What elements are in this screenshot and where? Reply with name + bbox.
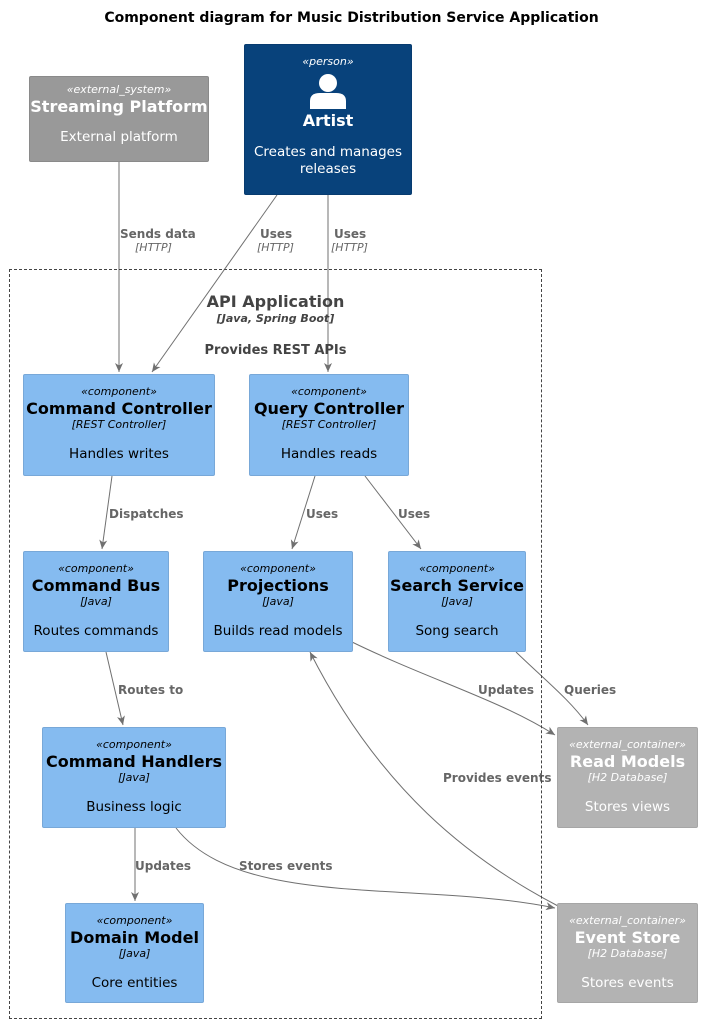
- node-stereotype: «component»: [96, 738, 172, 751]
- edge-query-to-projections: [290, 475, 316, 550]
- node-description: Creates and manages releases: [253, 144, 403, 177]
- search-service-node[interactable]: «component» Search Service [Java] Song s…: [388, 551, 526, 652]
- node-tech: [Java]: [118, 947, 151, 960]
- node-description: Core entities: [91, 975, 178, 991]
- person-icon: [310, 74, 346, 109]
- node-stereotype: «component»: [58, 562, 134, 575]
- node-name: Event Store: [574, 928, 681, 947]
- node-tech: [Java]: [80, 595, 112, 608]
- node-tech: [Java]: [262, 595, 294, 608]
- node-name: Command Handlers: [45, 752, 223, 771]
- node-description: Stores events: [581, 975, 674, 991]
- edge-search-to-read-models: [515, 651, 589, 726]
- api-application-boundary: [9, 269, 542, 1019]
- edge-label: Sends data: [120, 227, 196, 241]
- node-description: Builds read models: [213, 623, 343, 639]
- query-controller-node[interactable]: «component» Query Controller [REST Contr…: [249, 374, 409, 476]
- node-stereotype: «component»: [96, 914, 173, 927]
- edge-label: Uses: [398, 507, 430, 521]
- edge-tech: [HTTP]: [331, 241, 368, 254]
- node-name: Command Controller: [26, 399, 212, 418]
- node-description: Song search: [415, 623, 499, 639]
- node-name: Domain Model: [70, 928, 199, 947]
- command-controller-node[interactable]: «component» Command Controller [REST Con…: [23, 374, 215, 476]
- node-description: Routes commands: [33, 623, 159, 639]
- edge-command-controller-to-bus: [99, 475, 113, 550]
- node-description: Handles writes: [69, 446, 169, 462]
- node-stereotype: «component»: [81, 385, 157, 398]
- boundary-name: API Application: [206, 292, 345, 311]
- node-stereotype: «external_container»: [569, 914, 686, 927]
- edge-label: Uses: [260, 227, 292, 241]
- node-name: Read Models: [569, 752, 686, 771]
- event-store-node[interactable]: «external_container» Event Store [H2 Dat…: [557, 903, 698, 1003]
- node-stereotype: «component»: [419, 562, 495, 575]
- edge-handlers-to-event-store: [175, 827, 556, 911]
- node-name: Artist: [302, 111, 354, 130]
- node-description: Stores views: [584, 799, 671, 815]
- boundary-description: Provides REST APIs: [204, 343, 347, 358]
- command-bus-node[interactable]: «component» Command Bus [Java] Routes co…: [23, 551, 169, 652]
- node-tech: [REST Controller]: [281, 418, 377, 431]
- node-description: Business logic: [86, 799, 182, 815]
- node-tech: [Java]: [441, 595, 473, 608]
- artist-node[interactable]: «person» Artist Creates and manages rele…: [244, 44, 412, 195]
- edge-label: Routes to: [118, 683, 183, 697]
- edge-query-to-search: [364, 475, 422, 550]
- diagram-title: Component diagram for Music Distribution…: [104, 10, 599, 26]
- read-models-node[interactable]: «external_container» Read Models [H2 Dat…: [557, 727, 698, 828]
- node-name: Streaming Platform: [30, 97, 208, 116]
- node-stereotype: «person»: [302, 55, 354, 68]
- node-name: Projections: [227, 576, 329, 595]
- node-tech: [Java]: [118, 771, 150, 784]
- edge-artist-to-command-controller: [151, 194, 278, 373]
- command-handlers-node[interactable]: «component» Command Handlers [Java] Busi…: [42, 727, 226, 828]
- boundary-tech: [Java, Spring Boot]: [216, 312, 335, 325]
- edge-label: Queries: [564, 683, 616, 697]
- domain-model-node[interactable]: «component» Domain Model [Java] Core ent…: [65, 903, 204, 1003]
- node-tech: [H2 Database]: [587, 947, 668, 960]
- node-name: Command Bus: [31, 576, 161, 595]
- edge-projections-to-read-models: [351, 641, 556, 736]
- edge-bus-to-handlers: [105, 651, 125, 726]
- projections-node[interactable]: «component» Projections [Java] Builds re…: [203, 551, 353, 652]
- edge-label: Stores events: [239, 859, 333, 873]
- streaming-platform-node[interactable]: «external_system» Streaming Platform Ext…: [29, 76, 209, 162]
- edge-label: Provides events: [443, 771, 551, 785]
- node-stereotype: «external_container»: [569, 738, 686, 751]
- node-stereotype: «external_system»: [66, 83, 172, 96]
- edge-label: Uses: [306, 507, 338, 521]
- edge-label: Dispatches: [109, 507, 184, 521]
- edge-label: Uses: [334, 227, 366, 241]
- edge-event-store-to-projections: [309, 651, 559, 907]
- edge-label: Updates: [478, 683, 534, 697]
- node-description: Handles reads: [280, 446, 378, 462]
- node-stereotype: «component»: [291, 385, 367, 398]
- node-stereotype: «component»: [240, 562, 316, 575]
- edge-tech: [HTTP]: [257, 241, 294, 254]
- node-description: External platform: [60, 129, 178, 145]
- node-tech: [H2 Database]: [587, 771, 668, 784]
- edge-tech: [HTTP]: [135, 241, 172, 254]
- edge-label: Updates: [135, 859, 191, 873]
- node-tech: [REST Controller]: [71, 418, 167, 431]
- node-name: Search Service: [389, 576, 525, 595]
- node-name: Query Controller: [253, 399, 405, 418]
